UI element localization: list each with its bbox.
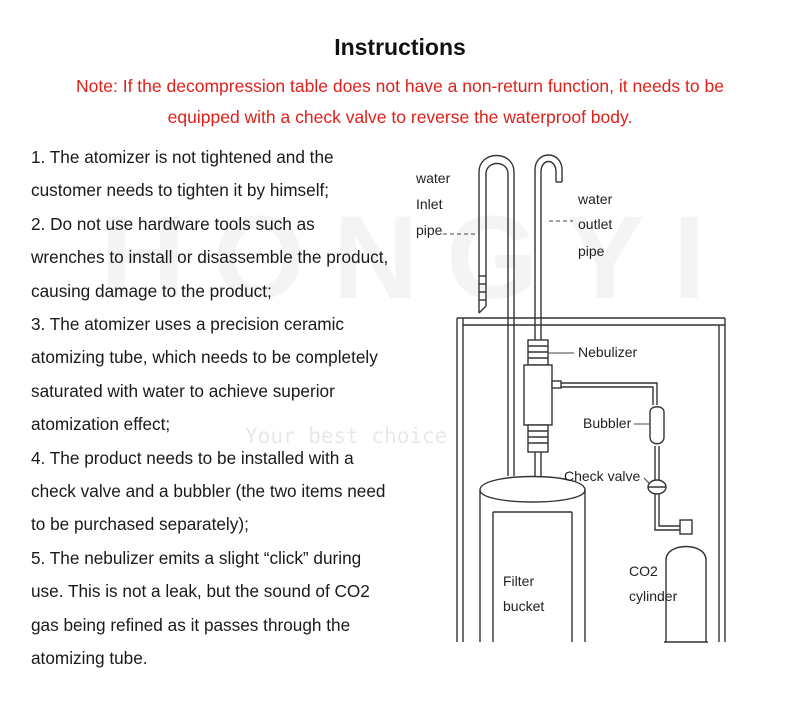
inlet-pipe [478, 155, 515, 476]
inlet-label: water [415, 170, 451, 186]
outlet-pipe [534, 154, 563, 476]
outlet-label: pipe [578, 243, 605, 259]
step-line: to be purchased separately); [31, 514, 249, 535]
step-line: saturated with water to achieve superior [31, 380, 335, 401]
step-line: 4. The product needs to be installed wit… [31, 447, 354, 468]
bubbler-label: Bubbler [583, 415, 632, 431]
step-line: customer needs to tighten it by himself; [31, 180, 330, 201]
step-line: atomizing tube, which needs to be comple… [31, 347, 378, 368]
step-line: 1. The atomizer is not tightened and the [31, 147, 334, 167]
leader-lines [443, 220, 573, 235]
outlet-label: water [577, 191, 613, 207]
step-line: check valve and a bubbler (the two items… [31, 481, 386, 502]
step-line: 2. Do not use hardware tools such as [31, 213, 315, 234]
step-line: use. This is not a leak, but the sound o… [31, 581, 370, 602]
inlet-label: pipe [416, 222, 443, 238]
warning-note: Note: If the decompression table does no… [30, 71, 770, 133]
check-valve-device [647, 479, 667, 495]
callout-lines [548, 352, 651, 485]
nebulizer-device [523, 339, 562, 453]
step-line: 3. The atomizer uses a precision ceramic [31, 314, 345, 335]
note-line: equipped with a check valve to reverse t… [167, 107, 633, 127]
inlet-label: Inlet [416, 196, 443, 212]
filter-bucket [479, 475, 586, 642]
outlet-label: outlet [578, 216, 612, 232]
step-line: 5. The nebulizer emits a slight “click” … [31, 547, 362, 568]
co2-tubing [561, 382, 680, 531]
filter-bucket-label: Filter [503, 573, 534, 589]
page-title: Instructions [334, 34, 466, 60]
co2-cylinder-label: CO2 [629, 563, 658, 579]
co2-cylinder-label: cylinder [629, 588, 678, 604]
bubbler-device [649, 406, 665, 445]
nebulizer-label: Nebulizer [578, 344, 637, 360]
step-line: causing damage to the product; [31, 280, 272, 301]
instruction-steps: 1. The atomizer is not tightened and the… [31, 141, 441, 676]
co2-cylinder-device [664, 519, 708, 643]
step-line: wrenches to install or disassemble the p… [31, 247, 389, 268]
check-valve-label: Check valve [564, 468, 640, 484]
step-line: atomizing tube. [31, 648, 148, 669]
step-line: atomization effect; [31, 414, 171, 435]
filter-bucket-label: bucket [503, 598, 544, 614]
step-line: gas being refined as it passes through t… [31, 614, 351, 635]
note-line: Note: If the decompression table does no… [76, 76, 724, 96]
aquarium-tank [456, 317, 726, 642]
